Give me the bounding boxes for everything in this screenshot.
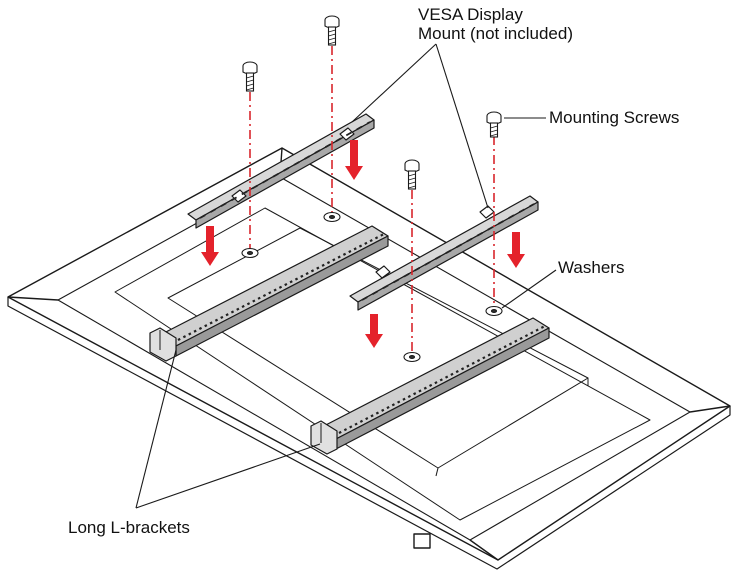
guide-lines bbox=[249, 46, 495, 358]
washer-1 bbox=[241, 247, 259, 259]
down-arrow-icon bbox=[201, 226, 219, 266]
label-mounting-screws: Mounting Screws bbox=[549, 108, 679, 127]
bevel-join-bottom bbox=[469, 539, 499, 561]
screw-3 bbox=[404, 159, 420, 190]
tv-back-panel bbox=[7, 147, 731, 570]
tv-thickness-edge bbox=[7, 297, 731, 570]
bevel-join-right bbox=[689, 405, 731, 413]
down-arrow-icon bbox=[345, 140, 363, 180]
down-arrow-icon bbox=[507, 232, 525, 268]
l-bracket-upper bbox=[149, 225, 389, 362]
washer-4 bbox=[485, 305, 503, 317]
l-bracket-lower bbox=[310, 317, 550, 455]
leader-vesa-b bbox=[435, 43, 489, 209]
vesa-mount-upper bbox=[187, 113, 375, 229]
leader-brackets-a bbox=[135, 349, 177, 509]
screw-1 bbox=[242, 61, 258, 92]
label-washers: Washers bbox=[558, 258, 624, 277]
vesa-mount-right bbox=[349, 195, 539, 311]
bevel-join-left bbox=[7, 296, 59, 301]
washer-2 bbox=[323, 211, 341, 223]
screw-2 bbox=[324, 15, 340, 46]
leader-brackets-b bbox=[135, 443, 321, 509]
down-arrow-icon bbox=[365, 314, 383, 348]
washer-3 bbox=[403, 351, 421, 363]
down-arrows bbox=[201, 140, 525, 348]
screw-4 bbox=[486, 111, 502, 138]
washers bbox=[241, 211, 503, 363]
tv-outer-frame bbox=[7, 147, 731, 561]
center-panel-edge bbox=[435, 467, 439, 477]
label-vesa-line2: Mount (not included) bbox=[418, 24, 573, 43]
tv-connector bbox=[413, 533, 431, 549]
label-long-l-brackets: Long L-brackets bbox=[68, 518, 190, 537]
leader-washers bbox=[501, 269, 557, 309]
leader-lines bbox=[135, 43, 557, 509]
leader-vesa-a bbox=[351, 43, 437, 123]
screws bbox=[242, 15, 502, 190]
label-vesa-line1: VESA Display bbox=[418, 5, 523, 24]
